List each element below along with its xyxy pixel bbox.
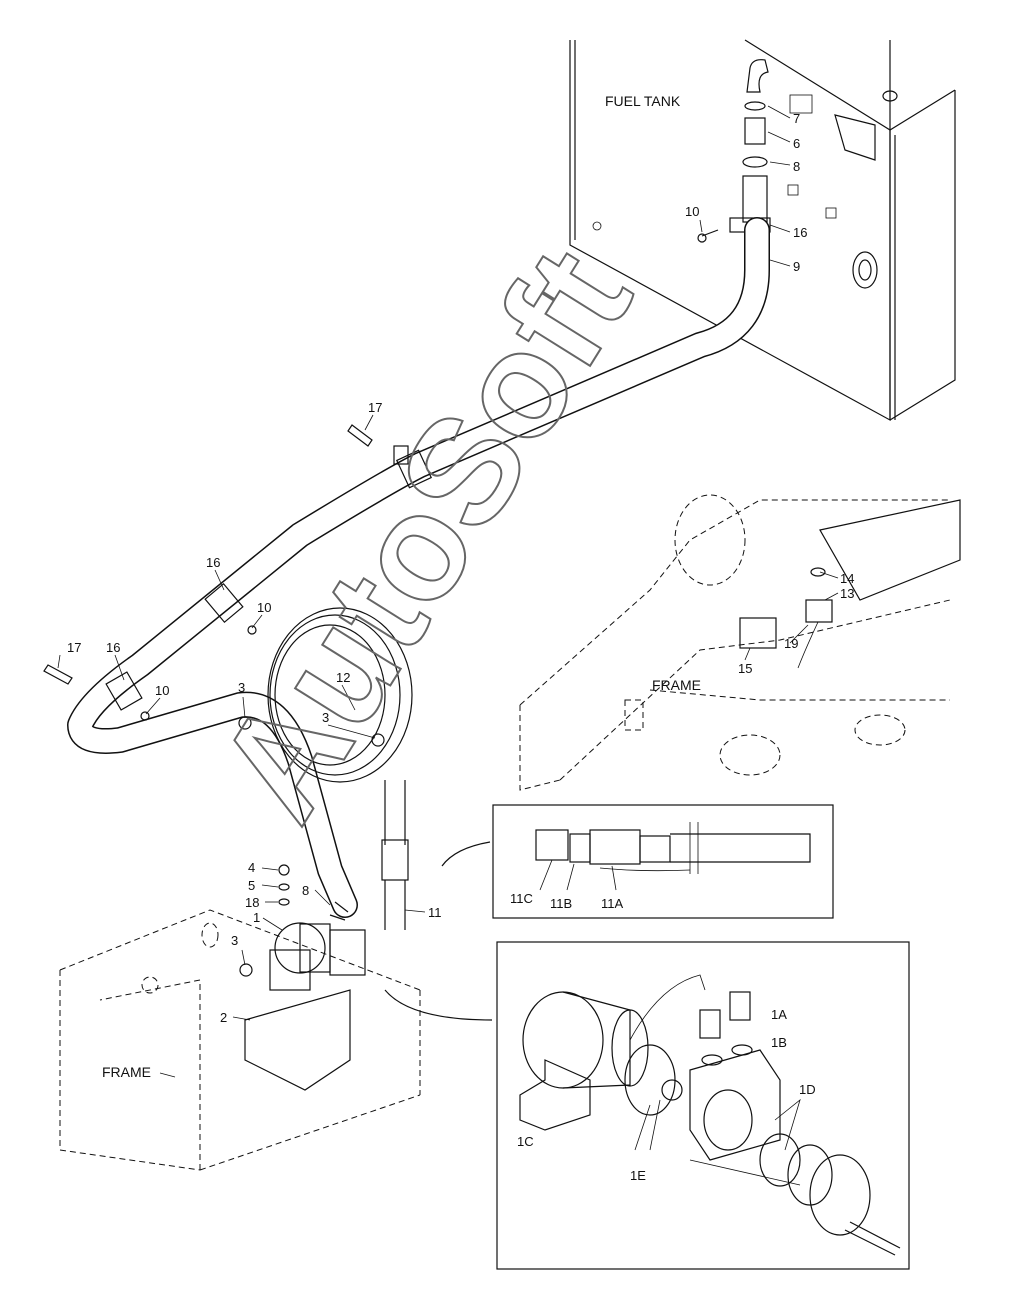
label-frame-right: FRAME (652, 677, 701, 693)
watermark: AutoSoft (185, 221, 663, 847)
callout-9: 9 (793, 259, 800, 274)
detail-box-11 (492, 804, 834, 919)
callout-6: 6 (793, 136, 800, 151)
frame-left (59, 909, 421, 1171)
callout-8: 8 (302, 883, 309, 898)
callout-10: 10 (155, 683, 169, 698)
callout-14: 14 (840, 571, 854, 586)
frame-right (519, 494, 961, 791)
callout-1e: 1E (630, 1168, 646, 1183)
callout-11a: 11A (601, 896, 623, 911)
callout-1: 1 (253, 910, 260, 925)
callout-19: 19 (784, 636, 798, 651)
tank-fittings (697, 59, 771, 243)
callout-3: 3 (238, 680, 245, 695)
leader-lines (57, 105, 839, 1078)
hose-clamps (43, 424, 433, 721)
callout-15: 15 (738, 661, 752, 676)
callout-11: 11 (428, 905, 442, 920)
callout-16: 16 (206, 555, 220, 570)
callout-1d: 1D (799, 1082, 816, 1097)
fuel-hose (67, 217, 770, 918)
callout-16: 16 (106, 640, 120, 655)
callout-7: 7 (793, 111, 800, 126)
coil-line (238, 607, 413, 930)
callout-4: 4 (248, 860, 255, 875)
callout-12: 12 (336, 670, 350, 685)
callout-10: 10 (257, 600, 271, 615)
callout-13: 13 (840, 586, 854, 601)
callout-5: 5 (248, 878, 255, 893)
label-fuel-tank: FUEL TANK (605, 93, 681, 109)
callout-1a: 1A (771, 1007, 787, 1022)
callout-18: 18 (245, 895, 259, 910)
callout-3: 3 (231, 933, 238, 948)
pump-assembly (239, 864, 366, 1091)
callout-11c: 11C (510, 891, 533, 906)
label-frame-left: FRAME (102, 1064, 151, 1080)
detail-box-1 (496, 941, 910, 1270)
callout-8: 8 (793, 159, 800, 174)
callout-1b: 1B (771, 1035, 787, 1050)
callout-2: 2 (220, 1010, 227, 1025)
callout-3: 3 (322, 710, 329, 725)
callout-11b: 11B (550, 896, 572, 911)
callout-10: 10 (685, 204, 699, 219)
callout-17: 17 (67, 640, 81, 655)
callout-17: 17 (368, 400, 382, 415)
callout-1c: 1C (517, 1134, 534, 1149)
callout-16: 16 (793, 225, 807, 240)
